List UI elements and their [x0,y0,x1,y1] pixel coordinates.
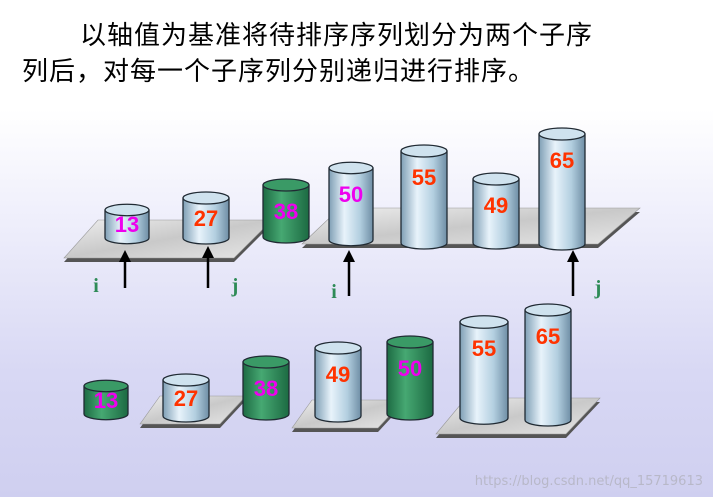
row2-value-label: 50 [398,356,422,381]
row2-value-label: 49 [326,362,350,387]
row2-cylinder-65: 65 [524,303,572,427]
row1-cylinder-49: 49 [472,172,520,250]
row1-value-label: 55 [412,165,436,190]
row1-cylinder-65: 65 [538,127,586,251]
pointer-label-j: j [231,275,239,297]
row1-cylinder-27: 27 [182,191,230,245]
row2-cylinder-13: 13 [83,379,129,421]
pointer-j-arrow: j [202,246,238,297]
row2-cylinder-49: 49 [314,341,362,423]
row1-value-label: 50 [339,182,363,207]
pointer-label-i: i [331,281,337,303]
row2-cylinder-55: 55 [459,315,509,425]
row2-cylinder-38: 38 [242,355,290,421]
watermark: https://blog.csdn.net/qq_15719613 [474,474,703,489]
row2-value-label: 13 [94,388,118,413]
row1-value-label: 13 [115,212,139,237]
row2-value-label: 55 [472,336,496,361]
pointer-label-j: j [594,277,602,299]
row1-value-label: 38 [274,199,298,224]
row2-value-label: 38 [254,376,278,401]
caption-line-2: 列后，对每一个子序列分别递归进行排序。 [22,57,536,87]
row2-cylinder-50: 50 [386,335,434,421]
row1-platform-left [63,219,273,262]
pointer-i-arrow: i [93,250,131,297]
row1-value-label: 27 [194,206,218,231]
row2-value-label: 65 [536,324,560,349]
row1-cylinder-55: 55 [400,144,448,250]
row2-cylinder-27: 27 [162,373,210,423]
pointer-j-arrow: j [567,250,601,299]
row1-value-label: 65 [550,148,574,173]
row1-value-label: 49 [484,193,508,218]
pointer-label-i: i [93,275,99,297]
row2-value-label: 27 [174,386,198,411]
row1-cylinder-13: 13 [104,203,150,245]
row1-cylinder-38: 38 [262,178,310,244]
row1-cylinder-50: 50 [328,161,374,247]
caption-line-1: 以轴值为基准将待排序序列划分为两个子序 [80,21,594,51]
caption: 以轴值为基准将待排序序列划分为两个子序 列后，对每一个子序列分别递归进行排序。 [22,18,702,90]
pointer-i-arrow: i [331,250,355,303]
